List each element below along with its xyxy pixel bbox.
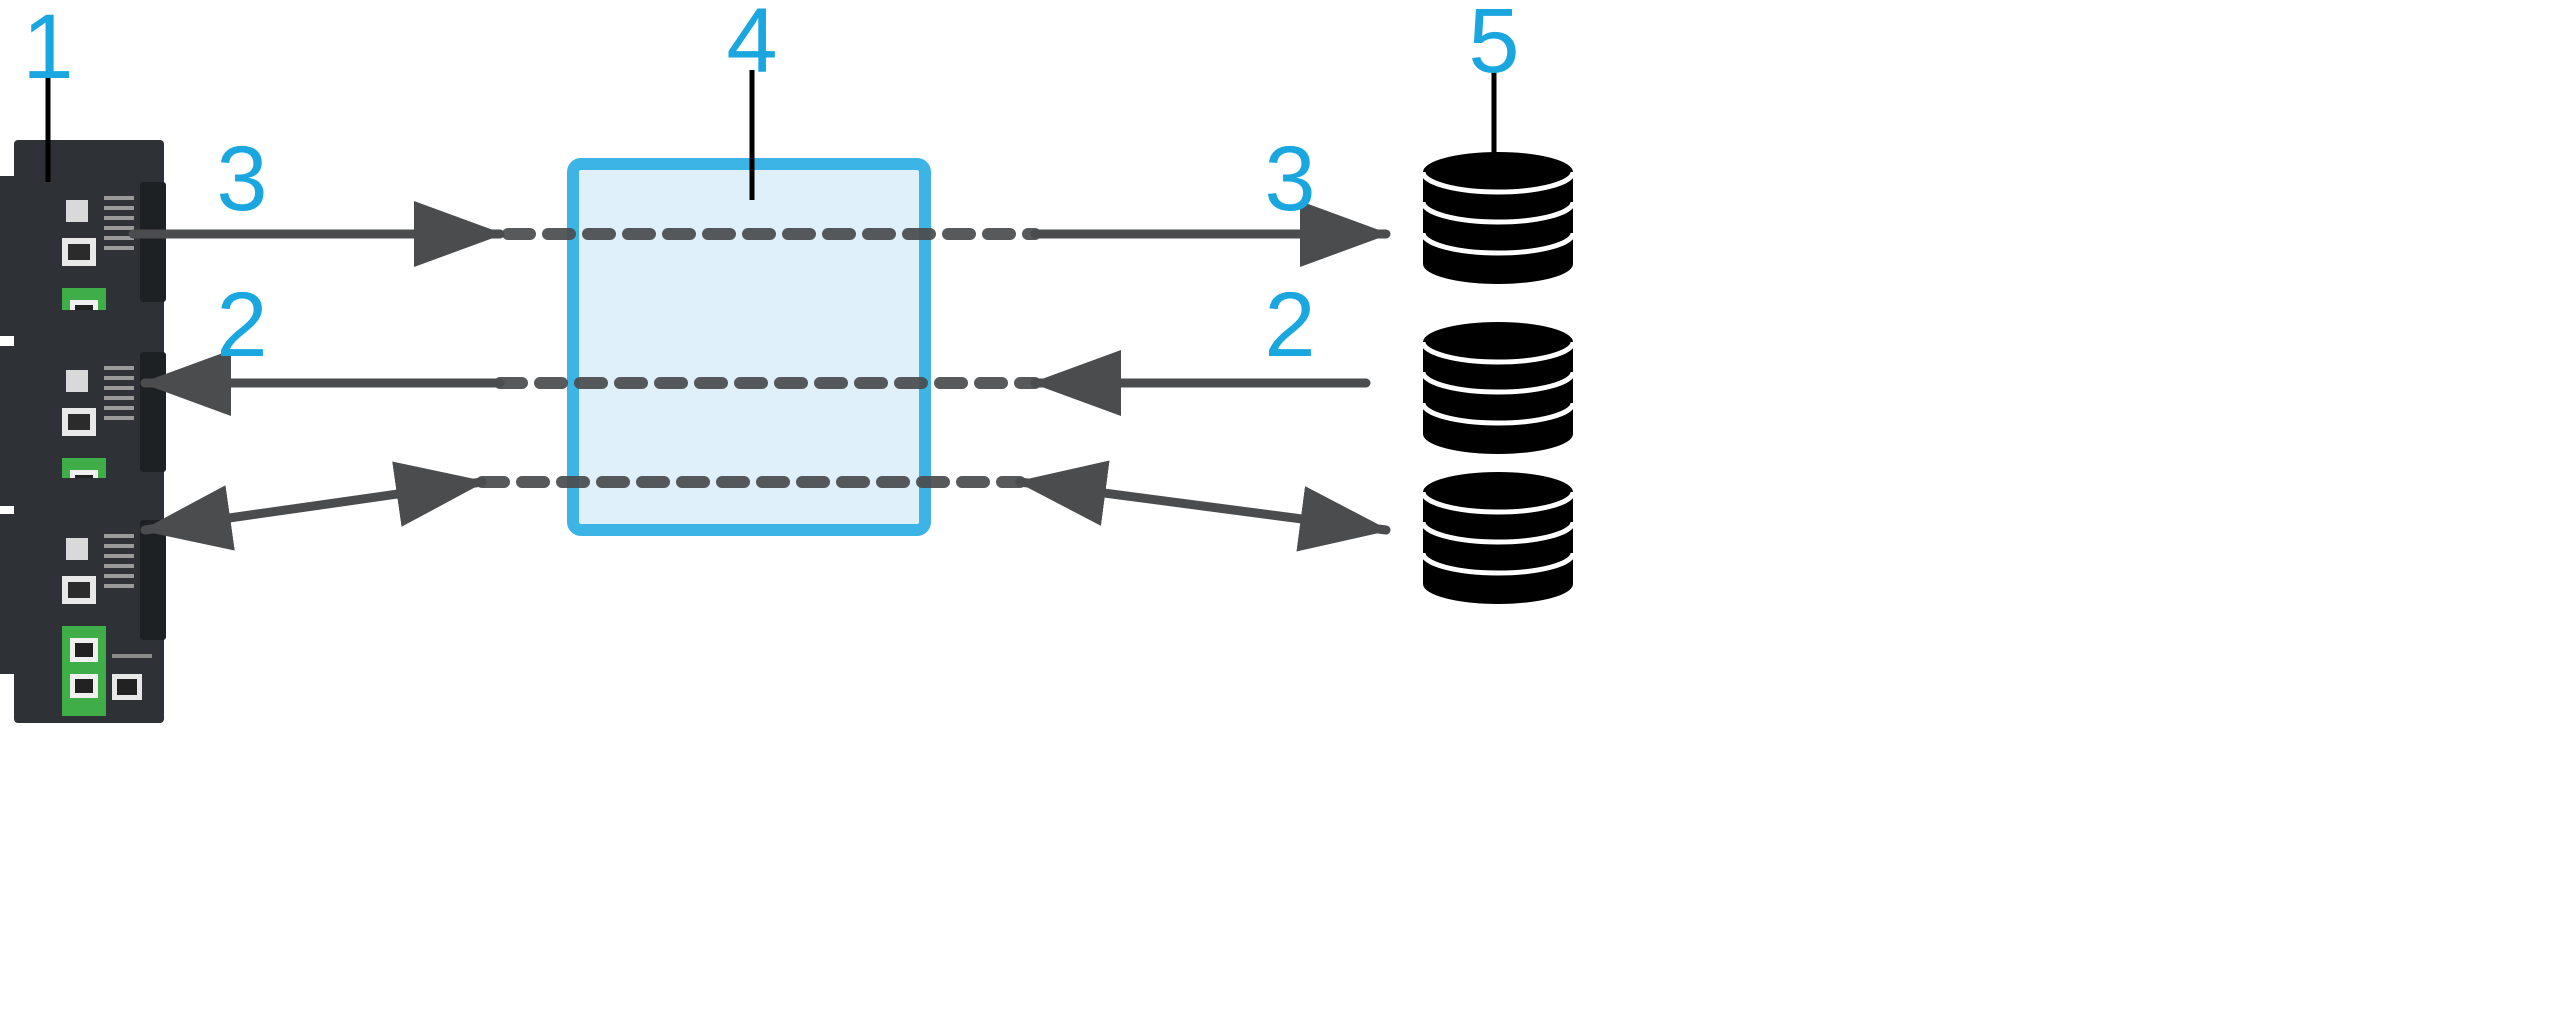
callout-database: 5 (1468, 0, 1519, 92)
callout-request-left: 3 (216, 128, 267, 230)
processing-box (567, 158, 931, 536)
arrow-bidirectional-right (1015, 460, 1391, 552)
arrow-bidirectional-left (140, 461, 487, 551)
callout-box: 4 (726, 0, 777, 92)
callout-response-right: 2 (1264, 274, 1315, 376)
database-icon (1423, 152, 1573, 284)
plc-controller-icon (0, 478, 166, 723)
database-icon (1423, 322, 1573, 454)
callout-request-right: 3 (1264, 128, 1315, 230)
database-icon (1423, 472, 1573, 604)
callout-controller: 1 (22, 0, 73, 98)
callout-response-left: 2 (216, 274, 267, 376)
